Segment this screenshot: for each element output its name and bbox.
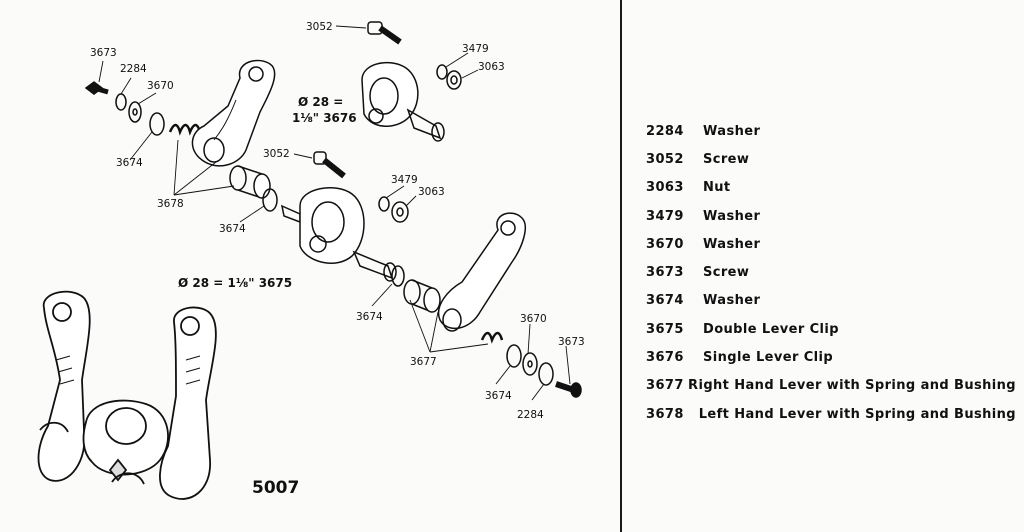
callout-left-2284: 2284 [120,63,147,75]
callout-mid-3674: 3674 [219,223,246,235]
right-washer-2284 [506,344,522,368]
callout-top-3479: 3479 [462,43,489,55]
mid-screw-3052 [313,151,346,179]
left-washer-3670 [128,101,142,123]
part-description: Left Hand Lever with Spring and Bushing [698,406,1016,422]
dimension-double-clip: Ø 28 = 1⅛" 3675 [178,276,292,290]
right-bushing [403,279,441,313]
left-washer-3674 [149,112,165,136]
page-divider [620,0,622,532]
right-washer-3674b [538,362,554,386]
part-number: 3063 [646,180,684,196]
callout-top-3063: 3063 [478,61,505,73]
part-description: Washer [703,293,761,309]
part-number: 3479 [646,208,684,224]
part-number: 3052 [646,151,684,167]
left-screw-3673 [84,81,109,95]
callout-right-3674b: 3674 [485,390,512,402]
part-number: 3674 [646,293,684,309]
parts-list-row: 3675 Double Lever Clip [646,315,1016,343]
parts-list-row: 3670 Washer [646,230,1016,258]
right-washer-3670 [522,352,538,376]
callout-right-3673: 3673 [558,336,585,348]
double-lever-clip-3675 [280,187,397,282]
right-spring [480,331,504,344]
mid-washer-3674 [262,188,278,212]
callout-right-3674: 3674 [356,311,383,323]
dimension-single-clip-metric: Ø 28 = [298,95,343,109]
callout-mid-3479: 3479 [391,174,418,186]
callout-right-2284: 2284 [517,409,544,421]
part-description: Screw [703,265,750,281]
left-spring [168,123,202,136]
mid-nut-3063 [391,201,409,223]
top-washer-3479 [436,64,448,80]
single-lever-clip-3676 [361,61,445,142]
parts-list: 2284 Washer 3052 Screw 3063 Nut 3479 Was… [646,117,1016,428]
callout-left-3673: 3673 [90,47,117,59]
parts-list-row: 3063 Nut [646,174,1016,202]
mid-washer-3479 [378,196,390,212]
top-screw-3052 [367,21,402,45]
top-nut-3063 [446,70,462,90]
part-number: 3678 [646,406,684,422]
part-number: 3670 [646,236,684,252]
part-description: Screw [703,151,750,167]
right-screw-3673 [555,381,582,398]
part-description: Double Lever Clip [703,321,839,337]
part-description: Washer [703,236,761,252]
parts-list-row: 3678 Left Hand Lever with Spring and Bus… [646,400,1016,428]
assembly-number: 5007 [252,478,299,498]
parts-list-row: 3673 Screw [646,258,1016,286]
part-number: 3676 [646,350,684,366]
part-number: 2284 [646,123,684,139]
callout-left-3670: 3670 [147,80,174,92]
part-description: Right Hand Lever with Spring and Bushing [688,378,1016,394]
left-washer-2284 [115,93,127,111]
left-lever-3678 [191,59,276,167]
callout-right-3677: 3677 [410,356,437,368]
parts-list-row: 2284 Washer [646,117,1016,145]
dimension-single-clip-imperial: 1⅛" 3676 [292,111,357,125]
parts-list-row: 3479 Washer [646,202,1016,230]
exploded-diagram: 3673 2284 3670 3674 3678 3674 3052 3479 … [37,21,585,500]
callout-top-3052: 3052 [306,21,333,33]
parts-list-row: 3676 Single Lever Clip [646,343,1016,371]
callout-left-3674: 3674 [116,157,143,169]
callout-left-3678: 3678 [157,198,184,210]
part-description: Washer [703,123,761,139]
part-description: Washer [703,208,761,224]
part-description: Nut [703,180,731,196]
callout-mid-3063: 3063 [418,186,445,198]
right-washer-3674 [391,265,405,287]
parts-list-row: 3052 Screw [646,145,1016,173]
part-number: 3673 [646,265,684,281]
callout-mid-3052: 3052 [263,148,290,160]
part-number: 3677 [646,378,684,394]
assembled-shifter-5007 [37,290,217,500]
parts-list-row: 3677 Right Hand Lever with Spring and Bu… [646,372,1016,400]
parts-list-row: 3674 Washer [646,287,1016,315]
part-description: Single Lever Clip [703,350,834,366]
callout-right-3670: 3670 [520,313,547,325]
right-lever-3677 [437,212,526,332]
part-number: 3675 [646,321,684,337]
